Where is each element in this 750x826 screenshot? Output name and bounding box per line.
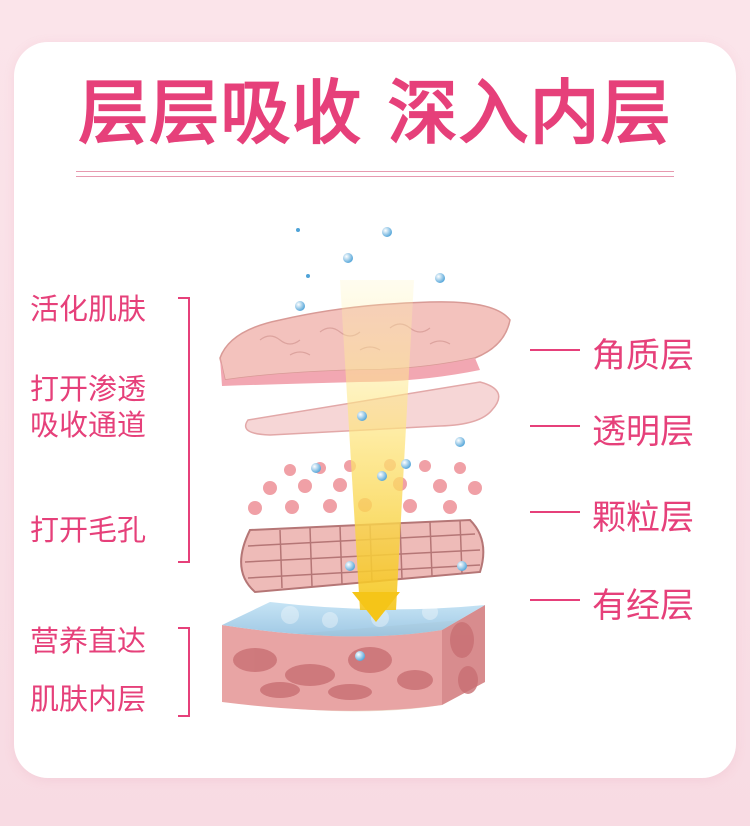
note-nutrients-1: 营养直达 xyxy=(30,624,147,658)
top-notes-bracket xyxy=(178,297,190,563)
label-stratum-spinosum: 有经层 xyxy=(592,586,694,626)
absorption-beam xyxy=(340,280,414,610)
label-line-stratum-corneum xyxy=(530,349,580,351)
note-nutrients-2: 肌肤内层 xyxy=(30,682,147,716)
water-droplets xyxy=(295,227,467,661)
bottom-notes-bracket xyxy=(178,627,190,717)
label-stratum-corneum: 角质层 xyxy=(592,336,694,376)
label-line-stratum-granulosum xyxy=(530,511,580,513)
title-divider-bottom xyxy=(76,176,674,177)
page-title: 层层吸收 深入内层 xyxy=(78,72,672,154)
note-open-channel-1: 打开渗透 xyxy=(30,372,147,406)
label-stratum-granulosum: 颗粒层 xyxy=(592,498,694,538)
dermis-block xyxy=(222,602,485,712)
label-line-stratum-spinosum xyxy=(530,599,580,601)
label-stratum-lucidum: 透明层 xyxy=(592,412,694,452)
note-open-pores: 打开毛孔 xyxy=(30,513,147,547)
note-activate-skin: 活化肌肤 xyxy=(30,292,147,326)
title-divider-top xyxy=(76,171,674,172)
down-arrow-icon xyxy=(352,592,400,622)
skin-layers-illustration xyxy=(219,227,511,712)
label-line-stratum-lucidum xyxy=(530,425,580,427)
note-open-channel-2: 吸收通道 xyxy=(30,408,147,442)
